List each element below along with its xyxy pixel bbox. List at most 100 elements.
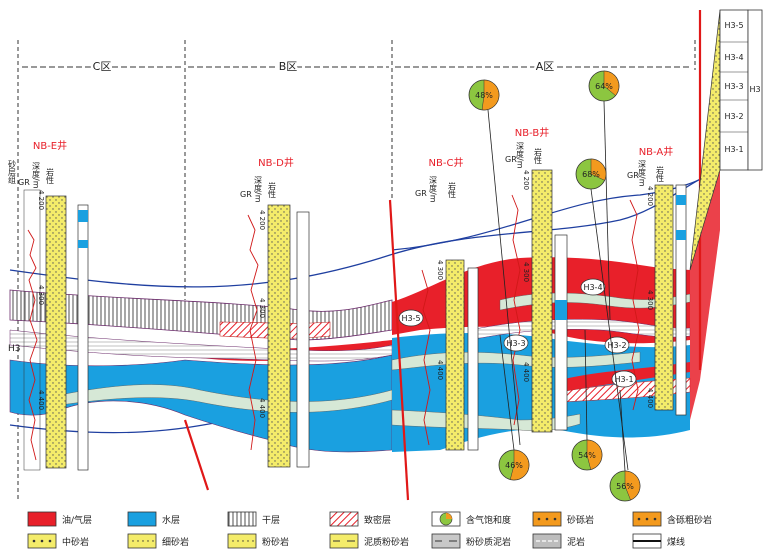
right-layer-h3-4: H3-4 <box>724 53 743 62</box>
right-layer-h3-3: H3-3 <box>724 82 743 91</box>
well-name-nb-a: NB-A井 <box>639 145 674 158</box>
header-depth-a: 深度/m <box>638 160 647 187</box>
header-gr-a: GR <box>627 171 639 180</box>
saturation-pie: 54% <box>571 329 603 471</box>
layer-tag-h3-4: H3-4 <box>583 283 602 292</box>
layer-fills <box>9 170 720 453</box>
depth-d-1: 4 200 <box>258 210 266 230</box>
header-depth-c: 深度/m <box>429 176 438 203</box>
saturation-pie: 48% <box>468 79 521 446</box>
legend-item: 细砂岩 <box>127 533 189 549</box>
depth-labels: 4 200 4 300 4 400 4 200 4 300 4 400 4 30… <box>37 170 654 418</box>
header-gr-e: GR <box>18 178 30 187</box>
zone-label-a: A区 <box>536 60 555 73</box>
layer-tag-h3-3: H3-3 <box>506 339 525 348</box>
legend-item: 砂砾岩 <box>532 511 594 527</box>
well-name-nb-d: NB-D井 <box>258 156 294 169</box>
zone-bar: C区 B区 A区 <box>17 40 696 500</box>
legend-item: 煤线 <box>632 533 685 549</box>
saturation-value: 56% <box>616 482 634 491</box>
legend-label: 砂砾岩 <box>567 514 594 526</box>
header-lith-d: 岩性 <box>268 181 277 198</box>
legend-label: 中砂岩 <box>62 536 89 548</box>
depth-b-3: 4 400 <box>522 362 530 382</box>
legend-label: 煤线 <box>667 536 685 548</box>
well-name-nb-c: NB-C井 <box>429 156 464 169</box>
well-nb-c <box>421 259 479 451</box>
legend-label: 细砂岩 <box>162 536 189 548</box>
saturation-value: 54% <box>578 451 596 460</box>
legend-label: 水层 <box>162 514 180 526</box>
well-name-nb-b: NB-B井 <box>515 126 549 139</box>
layer-tags: H3-5 H3-4 H3-3 H3-2 H3-1 <box>398 278 637 388</box>
saturation-pie: 68% <box>575 158 629 471</box>
legend-item: 油/气层 <box>27 511 92 527</box>
header-lith-c: 岩性 <box>448 181 457 198</box>
legend-item: 致密层 <box>329 511 391 527</box>
depth-e-3: 4 400 <box>37 390 45 410</box>
saturation-pie: 64% <box>588 70 620 321</box>
group-label: H3 <box>8 344 21 354</box>
depth-c-2: 4 400 <box>436 360 444 380</box>
depth-a-3: 4 400 <box>646 388 654 408</box>
saturation-pie: 46% <box>498 334 530 481</box>
saturation-pie: 56% <box>609 389 641 502</box>
legend-item: 粉砂岩 <box>227 533 289 549</box>
well-nb-b <box>511 169 568 433</box>
depth-d-3: 4 400 <box>258 398 266 418</box>
right-layer-h3-1: H3-1 <box>724 145 743 154</box>
zone-label-c: C区 <box>93 60 112 73</box>
saturation-value: 68% <box>582 170 600 179</box>
legend-item: 泥岩 <box>532 533 585 549</box>
legend-label: 粉砂岩 <box>262 536 289 548</box>
legend-item: 含砾粗砂岩 <box>632 511 712 527</box>
depth-a-1: 4 200 <box>646 186 654 206</box>
layer-tag-h3-5: H3-5 <box>401 314 420 323</box>
layer-tag-h3-2: H3-2 <box>607 341 626 350</box>
well-columns <box>23 169 687 471</box>
legend-label: 含气饱和度 <box>466 514 511 526</box>
depth-e-2: 4 300 <box>37 285 45 305</box>
header-group: 砂层组 <box>8 159 17 184</box>
well-nb-e <box>23 189 89 471</box>
legend-label: 泥质粉砂岩 <box>364 536 409 548</box>
saturation-value: 64% <box>595 82 613 91</box>
well-nb-a <box>629 184 687 416</box>
column-headers: 砂层组 GR 深度/m 岩性 GR 深度/m 岩性 GR 深度/m 岩性 GR … <box>8 142 665 203</box>
right-layer-h3-2: H3-2 <box>724 112 743 121</box>
header-depth-b: 深度/m <box>516 142 525 169</box>
legend-item: 粉砂质泥岩 <box>431 533 511 549</box>
zone-label-b: B区 <box>279 60 298 73</box>
legend-item: 含气饱和度 <box>431 511 511 527</box>
layer-tag-h3-1: H3-1 <box>614 375 633 384</box>
legend-label: 致密层 <box>364 514 391 526</box>
legend-label: 粉砂质泥岩 <box>466 536 511 548</box>
legend-item: 中砂岩 <box>27 533 89 549</box>
depth-a-2: 4 300 <box>646 290 654 310</box>
legend-label: 泥岩 <box>567 536 585 548</box>
depth-b-2: 4 300 <box>522 262 530 282</box>
legend-label: 含砾粗砂岩 <box>667 514 712 526</box>
legend-item: 泥质粉砂岩 <box>329 533 409 549</box>
depth-e-1: 4 200 <box>37 190 45 210</box>
legend-label: 干层 <box>262 515 280 526</box>
right-layer-h3-5: H3-5 <box>724 21 743 30</box>
depth-d-2: 4 300 <box>258 298 266 318</box>
well-name-nb-e: NB-E井 <box>33 139 67 152</box>
header-depth-d: 深度/m <box>254 176 263 203</box>
header-depth-e: 深度/m <box>32 162 41 189</box>
right-layer-column: H3-5 H3-4 H3-3 H3-2 H3-1 H3 <box>689 9 763 271</box>
well-names: NB-E井 NB-D井 NB-C井 NB-B井 NB-A井 <box>33 126 673 169</box>
well-nb-d <box>247 204 310 468</box>
saturation-value: 48% <box>475 91 493 100</box>
header-gr-c: GR <box>415 189 427 198</box>
saturation-value: 46% <box>505 461 523 470</box>
header-gr-d: GR <box>240 190 252 199</box>
legend-item: 水层 <box>127 511 180 527</box>
header-lith-e: 岩性 <box>46 167 55 184</box>
depth-c-1: 4 300 <box>436 260 444 280</box>
right-group-label: H3 <box>749 85 760 94</box>
